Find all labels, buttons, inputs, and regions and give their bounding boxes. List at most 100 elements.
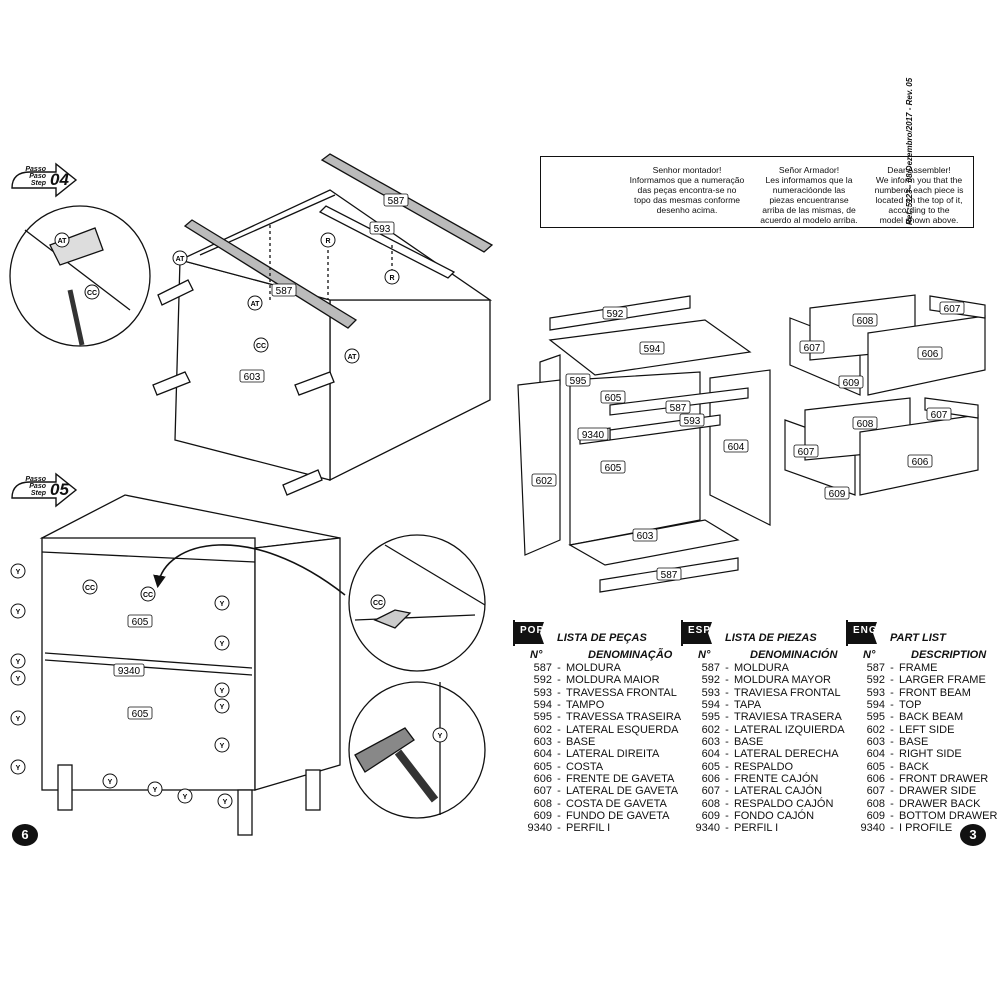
y-tag-3: Y	[16, 659, 21, 666]
notice-en-line: Dear Assembler!	[887, 165, 951, 175]
part-list-items: 587-FRAME 592-LARGER FRAME 593-FRONT BEA…	[845, 662, 998, 835]
list-item: 608-RESPALDO CAJÓN	[701, 797, 834, 810]
notice-pt-line: Senhor montador!	[652, 165, 722, 175]
list-item: 587-FRAME	[866, 662, 938, 674]
notice-en-line: according to the	[888, 205, 950, 215]
list-item: 594-TAMPO	[533, 699, 605, 712]
list-item: 592-LARGER FRAME	[866, 674, 986, 687]
ev-d2-609: 609	[829, 489, 846, 500]
ev-605b: 605	[605, 463, 622, 474]
list-item: 587-MOLDURA	[533, 662, 622, 674]
list-item: 605-BACK	[866, 760, 929, 773]
tag-at-2: AT	[251, 301, 261, 308]
step4-cabinet-drawing	[152, 153, 494, 496]
step-05-number: 05	[50, 480, 69, 499]
notice-en-line: model shown above.	[879, 215, 959, 225]
assembler-notice-box: Senhor montador! Informamos que a numera…	[540, 156, 974, 228]
step4-label-587-left: 587	[276, 286, 293, 297]
list-item: 608-DRAWER BACK	[866, 797, 981, 810]
step4-label-593: 593	[374, 224, 391, 235]
part-list-items: 587-MOLDURA 592-MOLDURA MAYOR 593-TRAVIE…	[680, 662, 845, 835]
ev-595: 595	[570, 376, 587, 387]
step-05-passo: Passo	[25, 476, 46, 483]
part-list-no-label: N°	[698, 649, 711, 661]
list-item: 593-TRAVIESA FRONTAL	[701, 686, 841, 699]
step4-label-587-top: 587	[388, 196, 405, 207]
flag-icon: POR	[512, 620, 546, 646]
ev-d1-606: 606	[922, 349, 939, 360]
list-item: 603-BASE	[701, 736, 764, 749]
ev-d1-608: 608	[857, 316, 874, 327]
step4-detail-circle	[9, 205, 151, 347]
list-item: 609-FONDO CAJÓN	[701, 810, 815, 823]
part-list-title: LISTA DE PIEZAS	[725, 632, 817, 644]
list-item: 604-LATERAL DERECHA	[701, 748, 839, 761]
y-tag-14: Y	[183, 794, 188, 801]
list-item: 604-RIGHT SIDE	[866, 748, 962, 761]
detail-tag-cc: CC	[87, 290, 97, 297]
ev-d2-607a: 607	[798, 447, 815, 458]
ev-593: 593	[684, 416, 701, 427]
y-tag-12: Y	[108, 779, 113, 786]
document-reference: Ref.:5123 - 08/Dezembro/2017 - Rev. 05	[905, 77, 914, 225]
notice-pt-line: topo das mesmas conforme	[633, 195, 741, 205]
y-tag-7: Y	[220, 601, 225, 608]
list-item: 592-MOLDURA MAIOR	[533, 674, 660, 687]
y-tag-1: Y	[16, 569, 21, 576]
detail-cc-tag: CC	[373, 600, 383, 607]
page-number-right: 3	[960, 824, 986, 846]
y-tag-10: Y	[220, 704, 225, 711]
y-tag-15: Y	[223, 799, 228, 806]
step5-label-9340: 9340	[118, 666, 141, 677]
exploded-view-labels: 592 594 595 605 587 593 9340 604 605 602…	[531, 301, 965, 581]
cc-tag-1: CC	[85, 585, 95, 592]
ev-d2-608: 608	[857, 419, 874, 430]
list-item: 607-LATERAL CAJÓN	[701, 785, 823, 798]
notice-es-line: arriba de las mismas, de	[762, 205, 856, 215]
flag-icon: ENG	[845, 620, 879, 646]
list-item: 602-LEFT SIDE	[866, 723, 955, 736]
ev-d1-609: 609	[843, 378, 860, 389]
step4-hardware-tags: R R AT AT AT CC	[172, 232, 400, 364]
list-item: 609-BOTTOM DRAWER	[866, 810, 998, 823]
notice-es-line: Señor Armador!	[778, 165, 840, 175]
y-tag-6: Y	[16, 765, 21, 772]
part-list-no-label: N°	[530, 649, 543, 661]
step-04-step: Step	[30, 180, 46, 187]
detail-tag-at: AT	[58, 238, 68, 245]
notice-en-line: located on the top of it,	[875, 195, 963, 205]
tag-at-3: AT	[348, 354, 358, 361]
step4-detail-tags: AT CC	[54, 232, 100, 300]
list-item: 594-TAPA	[701, 699, 762, 712]
step-arrow-icon	[11, 472, 78, 508]
notice-en-line: We inform you that the	[875, 175, 963, 185]
step5-label-605-top: 605	[132, 617, 149, 628]
part-list-desc-label: DENOMINACIÓN	[750, 649, 838, 661]
list-item: 604-LATERAL DIREITA	[533, 748, 660, 761]
notice-pt-line: Informamos que a numeração	[629, 175, 745, 185]
list-item: 587-MOLDURA	[701, 662, 790, 674]
ev-604: 604	[728, 442, 745, 453]
list-item: 9340-I PROFILE	[860, 822, 953, 835]
list-item: 9340-PERFIL I	[527, 822, 611, 835]
ev-587b: 587	[661, 570, 678, 581]
step5-label-605-bottom: 605	[132, 709, 149, 720]
tag-r-2: R	[389, 275, 394, 282]
ev-d1-607b: 607	[944, 304, 961, 315]
part-list-title: PART LIST	[890, 632, 946, 644]
ev-594: 594	[644, 344, 661, 355]
step-05-paso: Paso	[29, 483, 46, 490]
step5-detail-hammer-tag: Y	[432, 727, 448, 743]
tag-at-1: AT	[176, 256, 186, 263]
step5-detail-hammer	[348, 681, 486, 819]
list-item: 605-RESPALDO	[701, 760, 794, 773]
step5-cabinet-drawing	[39, 494, 346, 836]
tag-r-1: R	[325, 238, 330, 245]
ev-9340: 9340	[582, 430, 605, 441]
list-item: 602-LATERAL ESQUERDA	[533, 723, 679, 736]
step5-hardware-tags: Y Y Y Y Y Y Y Y Y Y Y Y Y Y Y CC CC	[10, 563, 233, 809]
step5-part-labels: 605 9340 605	[113, 614, 153, 720]
notice-english: Dear Assembler! We inform you that the n…	[867, 165, 971, 225]
step5-detail-screw-tag: CC	[370, 594, 386, 610]
